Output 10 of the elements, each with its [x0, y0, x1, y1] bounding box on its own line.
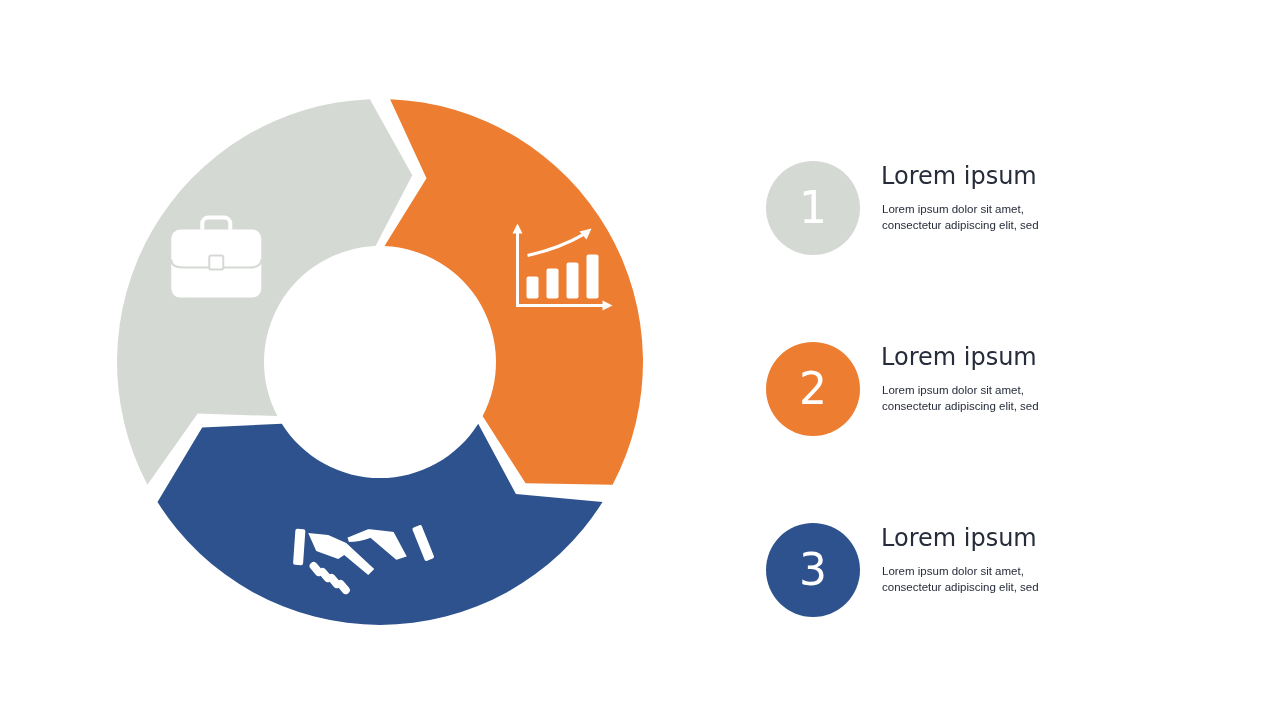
number-circle: 3	[766, 523, 860, 617]
number-circle: 2	[766, 342, 860, 436]
step-heading: Lorem ipsum	[881, 343, 1037, 371]
arrow-segment	[157, 423, 603, 625]
step-description: Lorem ipsum dolor sit amet, consectetur adipiscing elit, sed	[882, 383, 1040, 414]
step-heading: Lorem ipsum	[881, 162, 1037, 190]
step-description: Lorem ipsum dolor sit amet, consectetur adipiscing elit, sed	[882, 564, 1040, 595]
step-description: Lorem ipsum dolor sit amet, consectetur adipiscing elit, sed	[882, 202, 1040, 233]
step-heading: Lorem ipsum	[881, 524, 1037, 552]
arrow-segment	[384, 99, 643, 485]
